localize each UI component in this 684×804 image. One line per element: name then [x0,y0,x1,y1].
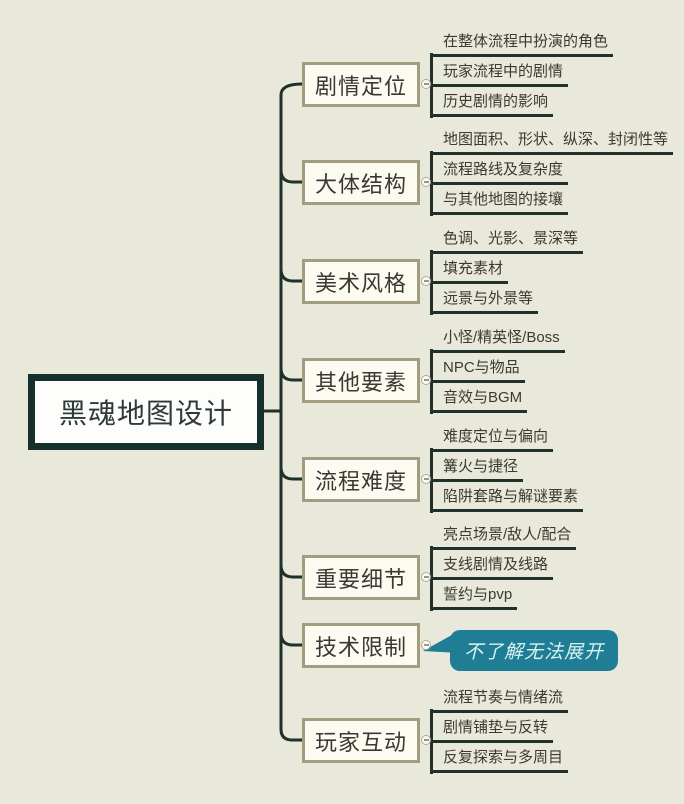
leaf-item[interactable]: 远景与外景等 [430,288,539,314]
minus-icon [423,181,429,183]
collapse-toggle-1[interactable] [421,79,431,89]
leaf-item[interactable]: 篝火与捷径 [430,456,524,482]
leaf-item[interactable]: 流程路线及复杂度 [430,159,569,185]
leaf-item[interactable]: 难度定位与偏向 [430,426,554,452]
collapse-toggle-8[interactable] [421,735,431,745]
leaf-item[interactable]: 在整体流程中扮演的角色 [430,31,614,57]
collapse-toggle-6[interactable] [421,572,431,582]
leaf-item[interactable]: 亮点场景/敌人/配合 [430,524,577,550]
minus-icon [423,83,429,85]
branch-node-4[interactable]: 其他要素 [302,358,420,403]
minus-icon [423,379,429,381]
branch-node-1[interactable]: 剧情定位 [302,62,420,107]
leaf-item[interactable]: 誓约与pvp [430,584,518,610]
leaf-item[interactable]: 剧情铺垫与反转 [430,717,554,743]
collapse-toggle-2[interactable] [421,177,431,187]
branch-node-3[interactable]: 美术风格 [302,259,420,304]
branch-node-8[interactable]: 玩家互动 [302,718,420,763]
minus-icon [423,644,429,646]
collapse-toggle-7[interactable] [421,640,431,650]
leaf-item[interactable]: 玩家流程中的剧情 [430,61,569,87]
leaf-item[interactable]: 支线剧情及线路 [430,554,554,580]
leaf-item[interactable]: NPC与物品 [430,357,525,383]
leaf-item[interactable]: 地图面积、形状、纵深、封闭性等 [430,129,674,155]
leaf-item[interactable]: 陷阱套路与解谜要素 [430,486,584,512]
leaf-item[interactable]: 音效与BGM [430,387,528,413]
leaf-item[interactable]: 填充素材 [430,258,509,284]
minus-icon [423,478,429,480]
branch-node-2[interactable]: 大体结构 [302,160,420,205]
minus-icon [423,739,429,741]
branch-node-6[interactable]: 重要细节 [302,555,420,600]
callout-bubble[interactable]: 不了解无法展开 [450,630,619,671]
leaf-item[interactable]: 历史剧情的影响 [430,91,554,117]
collapse-toggle-5[interactable] [421,474,431,484]
root-node[interactable]: 黑魂地图设计 [28,374,264,450]
branch-node-7[interactable]: 技术限制 [302,623,420,668]
branch-node-5[interactable]: 流程难度 [302,457,420,502]
collapse-toggle-4[interactable] [421,375,431,385]
leaf-item[interactable]: 反复探索与多周目 [430,747,569,773]
leaf-item[interactable]: 流程节奏与情绪流 [430,687,569,713]
leaf-item[interactable]: 与其他地图的接壤 [430,189,569,215]
leaf-item[interactable]: 色调、光影、景深等 [430,228,584,254]
minus-icon [423,280,429,282]
minus-icon [423,576,429,578]
collapse-toggle-3[interactable] [421,276,431,286]
leaf-item[interactable]: 小怪/精英怪/Boss [430,327,565,353]
